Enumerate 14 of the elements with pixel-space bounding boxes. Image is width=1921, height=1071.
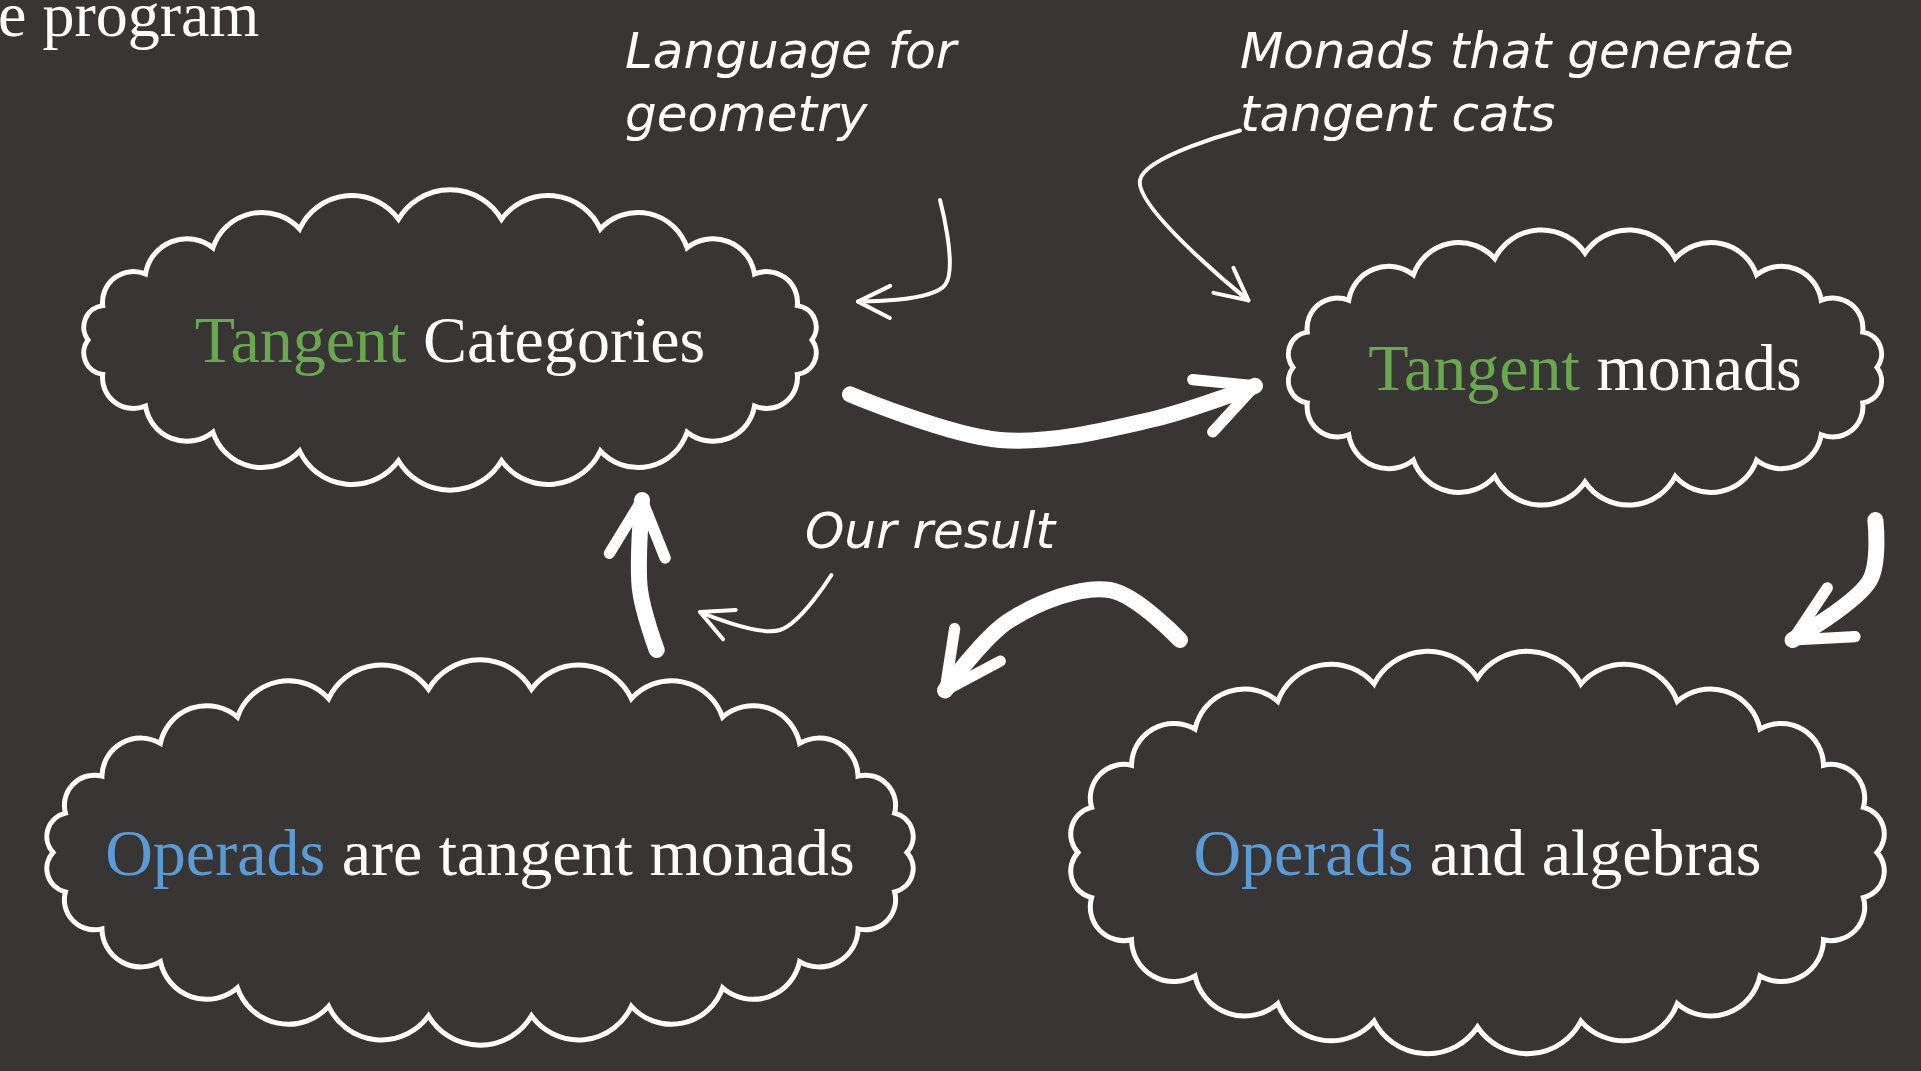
curved-arrow <box>937 581 1188 699</box>
handwritten-note: Language for geometry <box>625 21 960 145</box>
cloud-label: Tangent Categories <box>193 302 707 378</box>
cloud-label: Tangent monads <box>1367 329 1803 406</box>
curved-arrow <box>603 492 671 658</box>
curved-arrow <box>842 373 1263 449</box>
heading-text: e program <box>0 0 260 52</box>
leader-arrow <box>1138 128 1251 303</box>
handwritten-note: Our result <box>805 501 1058 562</box>
cloud-label: Operads are tangent monads <box>104 814 856 891</box>
cloud-label: Operads and algebras <box>1192 814 1763 891</box>
leader-arrow <box>698 573 834 642</box>
leader-arrow <box>856 198 952 320</box>
handwritten-note: Monads that generate tangent cats <box>1240 21 1795 145</box>
